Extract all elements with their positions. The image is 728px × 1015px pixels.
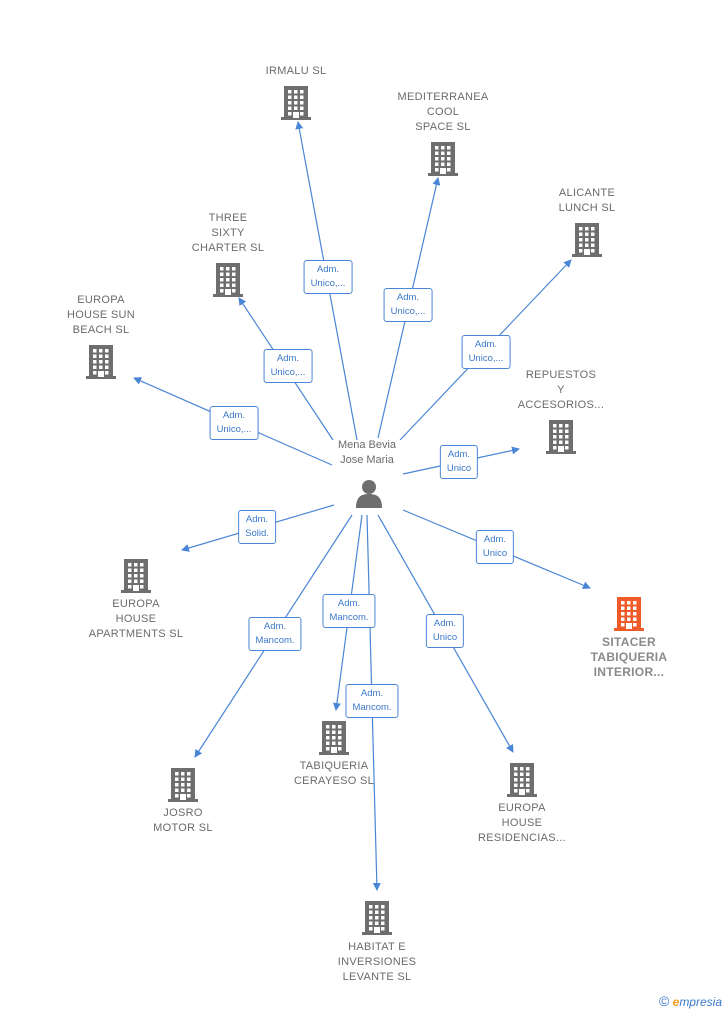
- edge-label-repuestos[interactable]: Adm. Unico: [439, 445, 479, 479]
- company-label-three[interactable]: THREE SIXTY CHARTER SL: [191, 212, 265, 254]
- edge-label-europa-res[interactable]: Adm. Unico: [425, 614, 465, 648]
- company-label-tabiqueria[interactable]: TABIQUERIA CERAYESO SL: [293, 760, 375, 787]
- footer-brand: © empresia: [659, 993, 722, 1009]
- copyright-symbol: ©: [658, 993, 670, 1009]
- company-label-europa-res[interactable]: EUROPA HOUSE RESIDENCIAS...: [478, 802, 566, 844]
- building-icon-europa-apts[interactable]: [121, 557, 151, 598]
- company-label-habitat[interactable]: HABITAT E INVERSIONES LEVANTE SL: [337, 941, 417, 983]
- building-icon-three[interactable]: [213, 261, 243, 302]
- company-label-europa-apts[interactable]: EUROPA HOUSE APARTMENTS SL: [88, 598, 184, 640]
- company-label-alicante[interactable]: ALICANTE LUNCH SL: [558, 187, 616, 214]
- company-label-europa-beach[interactable]: EUROPA HOUSE SUN BEACH SL: [66, 294, 136, 336]
- company-label-mediterranea[interactable]: MEDITERRANEA COOL SPACE SL: [397, 91, 489, 133]
- building-icon-europa-beach[interactable]: [86, 343, 116, 384]
- building-icon-sitacer[interactable]: [614, 595, 644, 636]
- company-label-repuestos[interactable]: REPUESTOS Y ACCESORIOS...: [517, 369, 605, 411]
- brand-text: mpresia: [679, 995, 722, 1009]
- edge-label-europa-apts[interactable]: Adm. Solid.: [238, 510, 276, 544]
- building-icon-josro[interactable]: [168, 766, 198, 807]
- edge-label-habitat[interactable]: Adm. Mancom.: [345, 684, 399, 718]
- edge-label-europa-beach[interactable]: Adm. Unico,...: [209, 406, 259, 440]
- edge-label-tabiqueria[interactable]: Adm. Mancom.: [322, 594, 376, 628]
- person-icon[interactable]: [355, 478, 383, 513]
- building-icon-tabiqueria[interactable]: [319, 719, 349, 760]
- edge-label-sitacer[interactable]: Adm. Unico: [475, 530, 515, 564]
- building-icon-habitat[interactable]: [362, 899, 392, 940]
- building-icon-repuestos[interactable]: [546, 418, 576, 459]
- center-person-name: Mena Bevia Jose Maria: [337, 439, 397, 466]
- company-label-irmalu[interactable]: IRMALU SL: [265, 65, 327, 77]
- edge-label-alicante[interactable]: Adm. Unico,...: [461, 335, 511, 369]
- company-label-sitacer[interactable]: SITACER TABIQUERIA INTERIOR...: [590, 635, 668, 679]
- building-icon-alicante[interactable]: [572, 221, 602, 262]
- edge-label-mediterranea[interactable]: Adm. Unico,...: [383, 288, 433, 322]
- company-label-josro[interactable]: JOSRO MOTOR SL: [153, 807, 213, 834]
- building-icon-mediterranea[interactable]: [428, 140, 458, 181]
- edge-label-josro[interactable]: Adm. Mancom.: [248, 617, 302, 651]
- brand-e: e: [672, 995, 680, 1009]
- edge-label-three[interactable]: Adm. Unico,...: [263, 349, 313, 383]
- building-icon-europa-res[interactable]: [507, 761, 537, 802]
- building-icon-irmalu[interactable]: [281, 84, 311, 125]
- edge-label-irmalu[interactable]: Adm. Unico,...: [303, 260, 353, 294]
